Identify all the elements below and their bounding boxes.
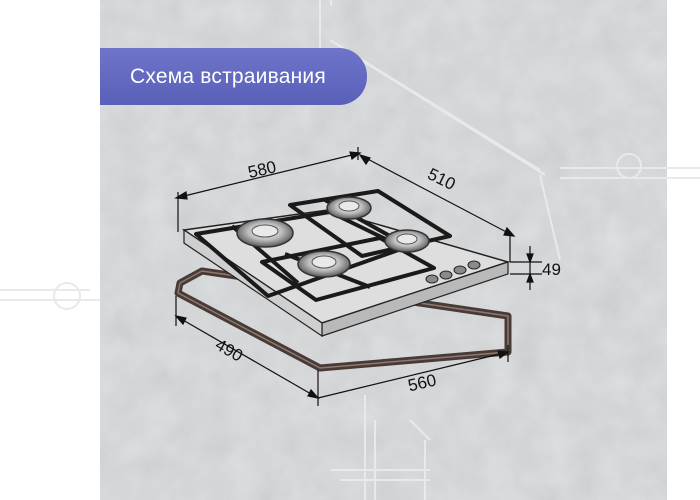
burner-icon — [297, 250, 351, 278]
title-badge: Схема встраивания — [100, 48, 367, 105]
knob-icon — [439, 270, 453, 280]
burners — [236, 196, 430, 278]
burner-icon — [384, 229, 430, 253]
grate-front — [260, 236, 436, 302]
knob-icon — [453, 265, 467, 275]
hob — [181, 189, 511, 338]
burner-icon — [326, 196, 372, 220]
knob-icon — [467, 260, 481, 270]
hob-height-label: 49 — [542, 260, 561, 279]
knobs — [425, 260, 481, 284]
knob-icon — [425, 274, 439, 284]
page-title: Схема встраивания — [130, 64, 326, 88]
grate-right — [288, 189, 452, 258]
dimension-lines — [174, 147, 542, 406]
burner-icon — [236, 218, 294, 248]
